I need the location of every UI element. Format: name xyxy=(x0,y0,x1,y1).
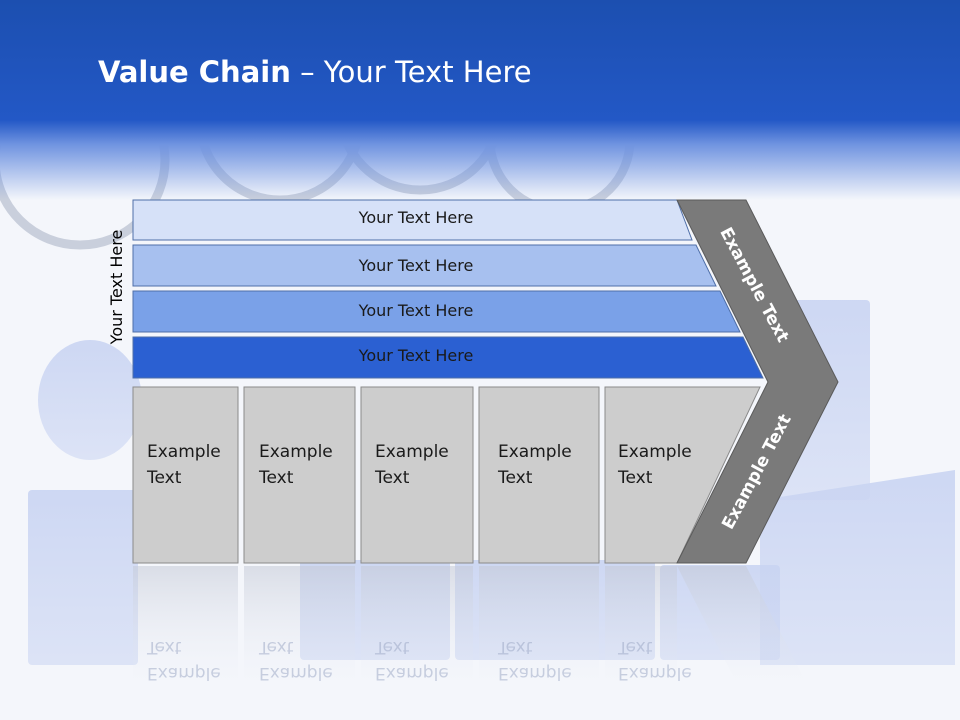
process-box-3 xyxy=(360,386,474,564)
band-3-label: Your Text Here xyxy=(358,301,474,320)
band-3 xyxy=(132,290,741,333)
header-bar xyxy=(0,0,960,200)
box-4-label: Example Text xyxy=(498,439,572,491)
reflection xyxy=(133,566,810,691)
band-4-label: Your Text Here xyxy=(358,346,474,365)
box-1-line-2: Text xyxy=(147,468,182,488)
side-label: Your Text Here xyxy=(107,229,126,345)
box-5-line-2: Text xyxy=(618,468,653,488)
box-2-line-2: Text xyxy=(259,468,294,488)
box-5-label: Example Text xyxy=(618,439,692,491)
box-4-line-1: Example xyxy=(498,442,572,462)
title-rest: – Your Text Here xyxy=(290,55,532,89)
box-5-line-1: Example xyxy=(618,442,692,462)
title-bold: Value Chain xyxy=(98,55,291,89)
box-3-line-1: Example xyxy=(375,442,449,462)
box-3-label: Example Text xyxy=(375,439,449,491)
box-3-line-2: Text xyxy=(375,468,410,488)
process-box-4 xyxy=(478,386,600,564)
box-4-line-2: Text xyxy=(498,468,533,488)
band-2-label: Your Text Here xyxy=(358,256,474,275)
process-box-2 xyxy=(243,386,356,564)
band-1-label: Your Text Here xyxy=(358,208,474,227)
box-2-label: Example Text xyxy=(259,439,333,491)
chevron-arrow xyxy=(676,199,839,564)
box-1-line-1: Example xyxy=(147,442,221,462)
slide-title: Value Chain – Your Text Here xyxy=(98,55,532,89)
band-1 xyxy=(132,199,693,241)
process-box-1 xyxy=(132,386,239,564)
box-2-line-1: Example xyxy=(259,442,333,462)
band-4 xyxy=(132,336,764,379)
band-2 xyxy=(132,244,717,287)
box-1-label: Example Text xyxy=(147,439,221,491)
